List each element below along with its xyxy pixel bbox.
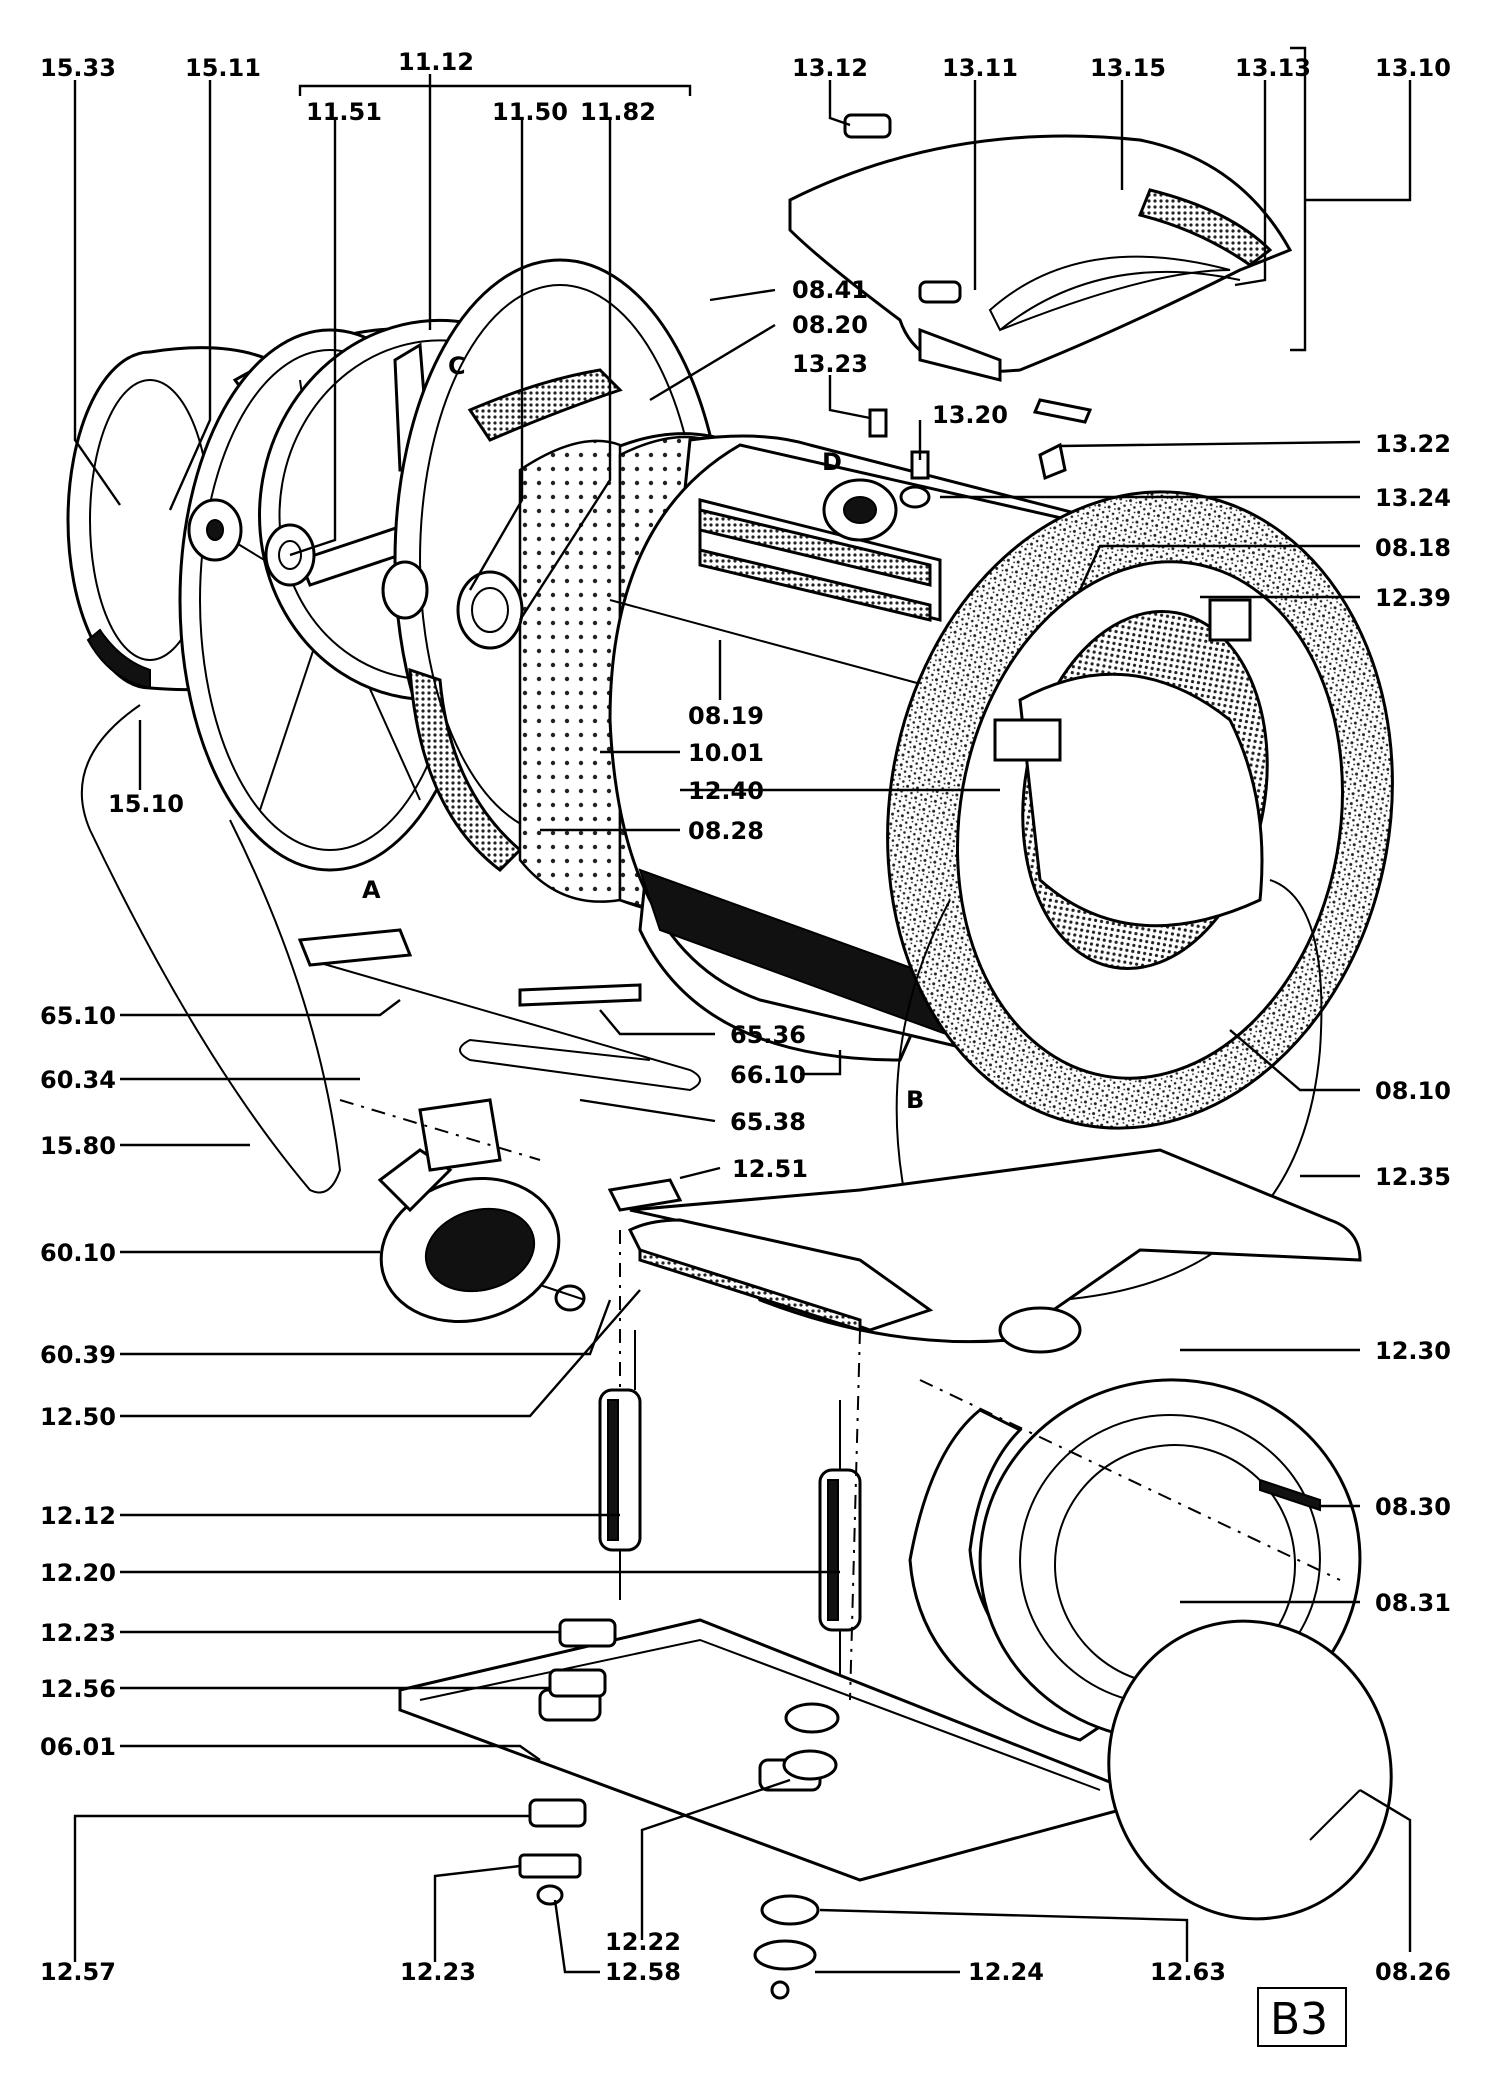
label-11-50: 11.50 [492,98,568,126]
letter-a: A [362,876,381,904]
label-08-20: 08.20 [792,311,868,339]
motor-60-10 [377,1098,586,1324]
label-12-57: 12.57 [40,1958,116,1986]
label-08-26: 08.26 [1375,1958,1451,1986]
label-13-13: 13.13 [1235,54,1311,82]
axis-line-1 [919,1379,1341,1581]
door-seal-12-39 [886,490,1394,1130]
label-12-20: 12.20 [40,1559,116,1587]
label-15-33: 15.33 [40,54,116,82]
label-60-39: 60.39 [40,1341,116,1369]
label-15-80: 15.80 [40,1132,116,1160]
label-12-63: 12.63 [1150,1958,1226,1986]
shock-absorber-12-20 [818,1400,862,1690]
letter-c: C [448,352,466,380]
clamp-band-08-26 [1107,1619,1393,1921]
label-08-31: 08.31 [1375,1589,1451,1617]
label-08-19: 08.19 [688,702,764,730]
label-11-12: 11.12 [398,48,474,76]
label-13-22: 13.22 [1375,430,1451,458]
label-13-10: 13.10 [1375,54,1451,82]
letter-b: B [906,1086,924,1114]
label-12-30: 12.30 [1375,1337,1451,1365]
label-08-18: 08.18 [1375,534,1451,562]
label-13-24: 13.24 [1375,484,1451,512]
label-08-10: 08.10 [1375,1077,1451,1105]
label-13-15: 13.15 [1090,54,1166,82]
top-heater-cover-13-15 [788,134,1293,382]
page-tag-box: B3 [1257,1987,1347,2047]
label-11-51: 11.51 [306,98,382,126]
label-12-39: 12.39 [1375,584,1451,612]
label-12-58: 12.58 [605,1958,681,1986]
leader-lines [73,46,1412,1974]
label-08-30: 08.30 [1375,1493,1451,1521]
label-08-28: 08.28 [688,817,764,845]
label-60-34: 60.34 [40,1066,116,1094]
label-15-11: 15.11 [185,54,261,82]
label-15-10: 15.10 [108,790,184,818]
label-12-35: 12.35 [1375,1163,1451,1191]
drive-belt-15-80 [80,704,342,1194]
label-12-23-bottom: 12.23 [400,1958,476,1986]
label-13-12: 13.12 [792,54,868,82]
label-13-11: 13.11 [942,54,1018,82]
label-12-51: 12.51 [732,1155,808,1183]
rubber-mounts [518,1618,840,2000]
label-65-36: 65.36 [730,1021,806,1049]
page-tag: B3 [1270,1994,1328,2045]
label-12-50: 12.50 [40,1403,116,1431]
part-labels: 15.33 15.11 11.12 11.51 11.50 11.82 13.1… [40,48,1451,1986]
label-12-22: 12.22 [605,1928,681,1956]
shock-absorber-12-12 [598,1330,642,1600]
label-13-23: 13.23 [792,350,868,378]
label-06-01: 06.01 [40,1733,116,1761]
label-65-10: 65.10 [40,1002,116,1030]
label-12-12: 12.12 [40,1502,116,1530]
letter-d: D [822,448,842,476]
label-66-10: 66.10 [730,1061,806,1089]
label-13-20: 13.20 [932,401,1008,429]
label-08-41: 08.41 [792,276,868,304]
axis-line-4 [339,1099,541,1161]
label-12-23-top: 12.23 [40,1619,116,1647]
label-60-10: 60.10 [40,1239,116,1267]
label-65-38: 65.38 [730,1108,806,1136]
axis-line-3 [849,1329,861,1701]
label-12-56: 12.56 [40,1675,116,1703]
drawing [66,113,1394,2000]
label-11-82: 11.82 [580,98,656,126]
bearing-housing-11-50 [381,560,524,650]
mounting-plate-12-51 [607,1178,934,1333]
label-10-01: 10.01 [688,739,764,767]
label-12-24: 12.24 [968,1958,1044,1986]
letter-markers: A B C D [362,352,924,1114]
label-12-40: 12.40 [688,777,764,805]
heating-element-65-10 [297,928,701,1092]
